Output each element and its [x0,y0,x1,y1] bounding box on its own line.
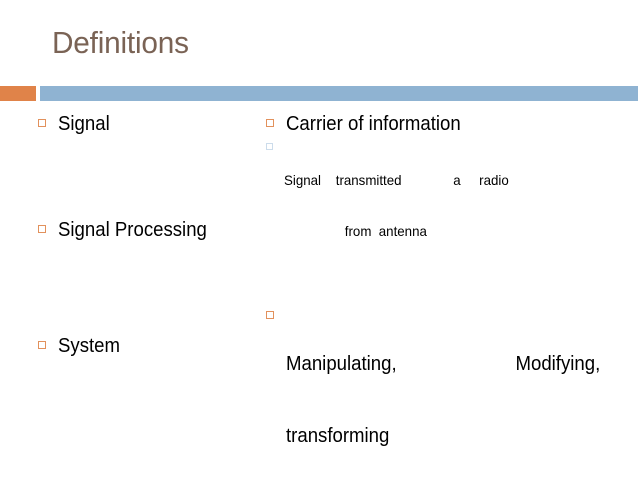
bullet-label: Carrier of information [286,113,461,135]
bullet-square-icon [38,225,46,233]
list-item: Signal Processing [30,218,260,242]
list-item: System [30,334,260,358]
bullet-square-icon [38,341,46,349]
sub-bullet-square-icon [266,143,273,150]
list-item: Manipulating, Modifying, transforming [258,304,608,478]
left-content-column: Signal Signal Processing System [30,112,260,358]
bullet-label: System [58,335,121,357]
bullet-square-icon [38,119,46,127]
bullet-line-2: transforming [286,425,390,447]
list-item: Carrier of information [258,112,608,136]
title-divider [0,86,638,101]
page-title: Definitions [52,25,189,60]
list-item: Signal [30,112,260,136]
sub-bullet-line-2: from antenna [344,223,427,239]
bullet-square-icon [266,119,274,127]
bullet-square-icon [266,311,274,319]
bullet-label: Manipulating, Modifying, transforming [286,304,601,478]
bullet-line-1: Manipulating, Modifying, [286,353,601,375]
divider-bar [40,86,638,101]
right-content-column: Carrier of information Signal transmitte… [258,112,608,478]
sub-bullet-line-1: Signal transmitted a radio [284,172,509,188]
sub-bullet-label: Signal transmitted a radio from antenna [284,138,592,274]
divider-accent-block [0,86,36,101]
bullet-label: Signal [58,113,110,135]
sub-list-item: Signal transmitted a radio from antenna [258,138,608,274]
bullet-label: Signal Processing [58,219,207,241]
